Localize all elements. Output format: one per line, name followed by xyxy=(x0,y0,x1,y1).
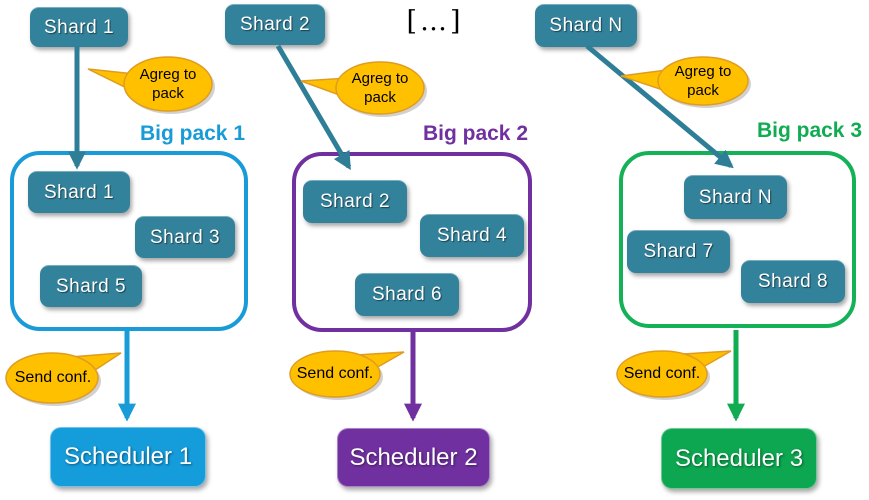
pack1-shard-1: Shard 1 xyxy=(28,171,130,213)
scheduler-1: Scheduler 1 xyxy=(50,427,206,487)
pack2-shard-4: Shard 4 xyxy=(420,214,524,257)
pack1-shard-5: Shard 5 xyxy=(40,265,142,307)
pack-1-label: Big pack 1 xyxy=(139,122,245,145)
ellipsis-text: […] xyxy=(406,6,464,37)
big-pack-3-container xyxy=(619,151,856,328)
pack3-shard-n: Shard N xyxy=(684,175,787,219)
pack3-shard-8: Shard 8 xyxy=(741,260,845,303)
pack2-shard-6-label: Shard 6 xyxy=(371,284,443,305)
pack3-shard-8-label: Shard 8 xyxy=(757,271,829,292)
scheduler-1-label: Scheduler 1 xyxy=(63,443,193,470)
big-pack-1-container xyxy=(10,151,248,331)
agreg-bubble-2-text: Agreg to pack xyxy=(351,69,409,107)
source-shard-1-label: Shard 1 xyxy=(43,16,115,38)
pack3-shard-7: Shard 7 xyxy=(627,230,730,273)
pack-2-label: Big pack 2 xyxy=(422,122,528,145)
source-shard-2-label: Shard 2 xyxy=(239,14,311,35)
agreg-bubble-1-text: Agreg to pack xyxy=(139,65,197,103)
source-shard-n-label: Shard N xyxy=(549,15,623,36)
big-pack-2-container xyxy=(292,152,532,332)
send-bubble-3-text: Send conf. xyxy=(623,364,701,382)
pack3-shard-n-label: Shard N xyxy=(698,186,773,208)
send-bubble-2-text: Send conf. xyxy=(296,364,374,382)
pack1-shard-3-label: Shard 3 xyxy=(149,226,221,248)
pack2-shard-2: Shard 2 xyxy=(303,180,407,223)
scheduler-2: Scheduler 2 xyxy=(337,428,490,487)
pack-3-label: Big pack 3 xyxy=(756,119,862,142)
pack3-shard-7-label: Shard 7 xyxy=(643,241,714,262)
pack1-shard-3: Shard 3 xyxy=(135,216,235,258)
scheduler-2-label: Scheduler 2 xyxy=(349,443,478,471)
scheduler-3: Scheduler 3 xyxy=(661,428,817,489)
pack2-shard-2-label: Shard 2 xyxy=(319,191,391,212)
pack1-shard-5-label: Shard 5 xyxy=(55,275,127,297)
agreg-bubble-3-text: Agreg to pack xyxy=(674,62,732,100)
source-shard-2: Shard 2 xyxy=(225,4,325,45)
pack2-shard-6: Shard 6 xyxy=(355,273,459,316)
scheduler-3-label: Scheduler 3 xyxy=(674,444,804,472)
source-shard-1: Shard 1 xyxy=(30,7,128,47)
arrow-shard2-to-pack2 xyxy=(275,44,352,171)
source-shard-n: Shard N xyxy=(535,4,637,47)
pack1-shard-1-label: Shard 1 xyxy=(43,181,115,203)
send-bubble-1-text: Send conf. xyxy=(14,368,92,386)
pack2-shard-4-label: Shard 4 xyxy=(436,225,508,246)
